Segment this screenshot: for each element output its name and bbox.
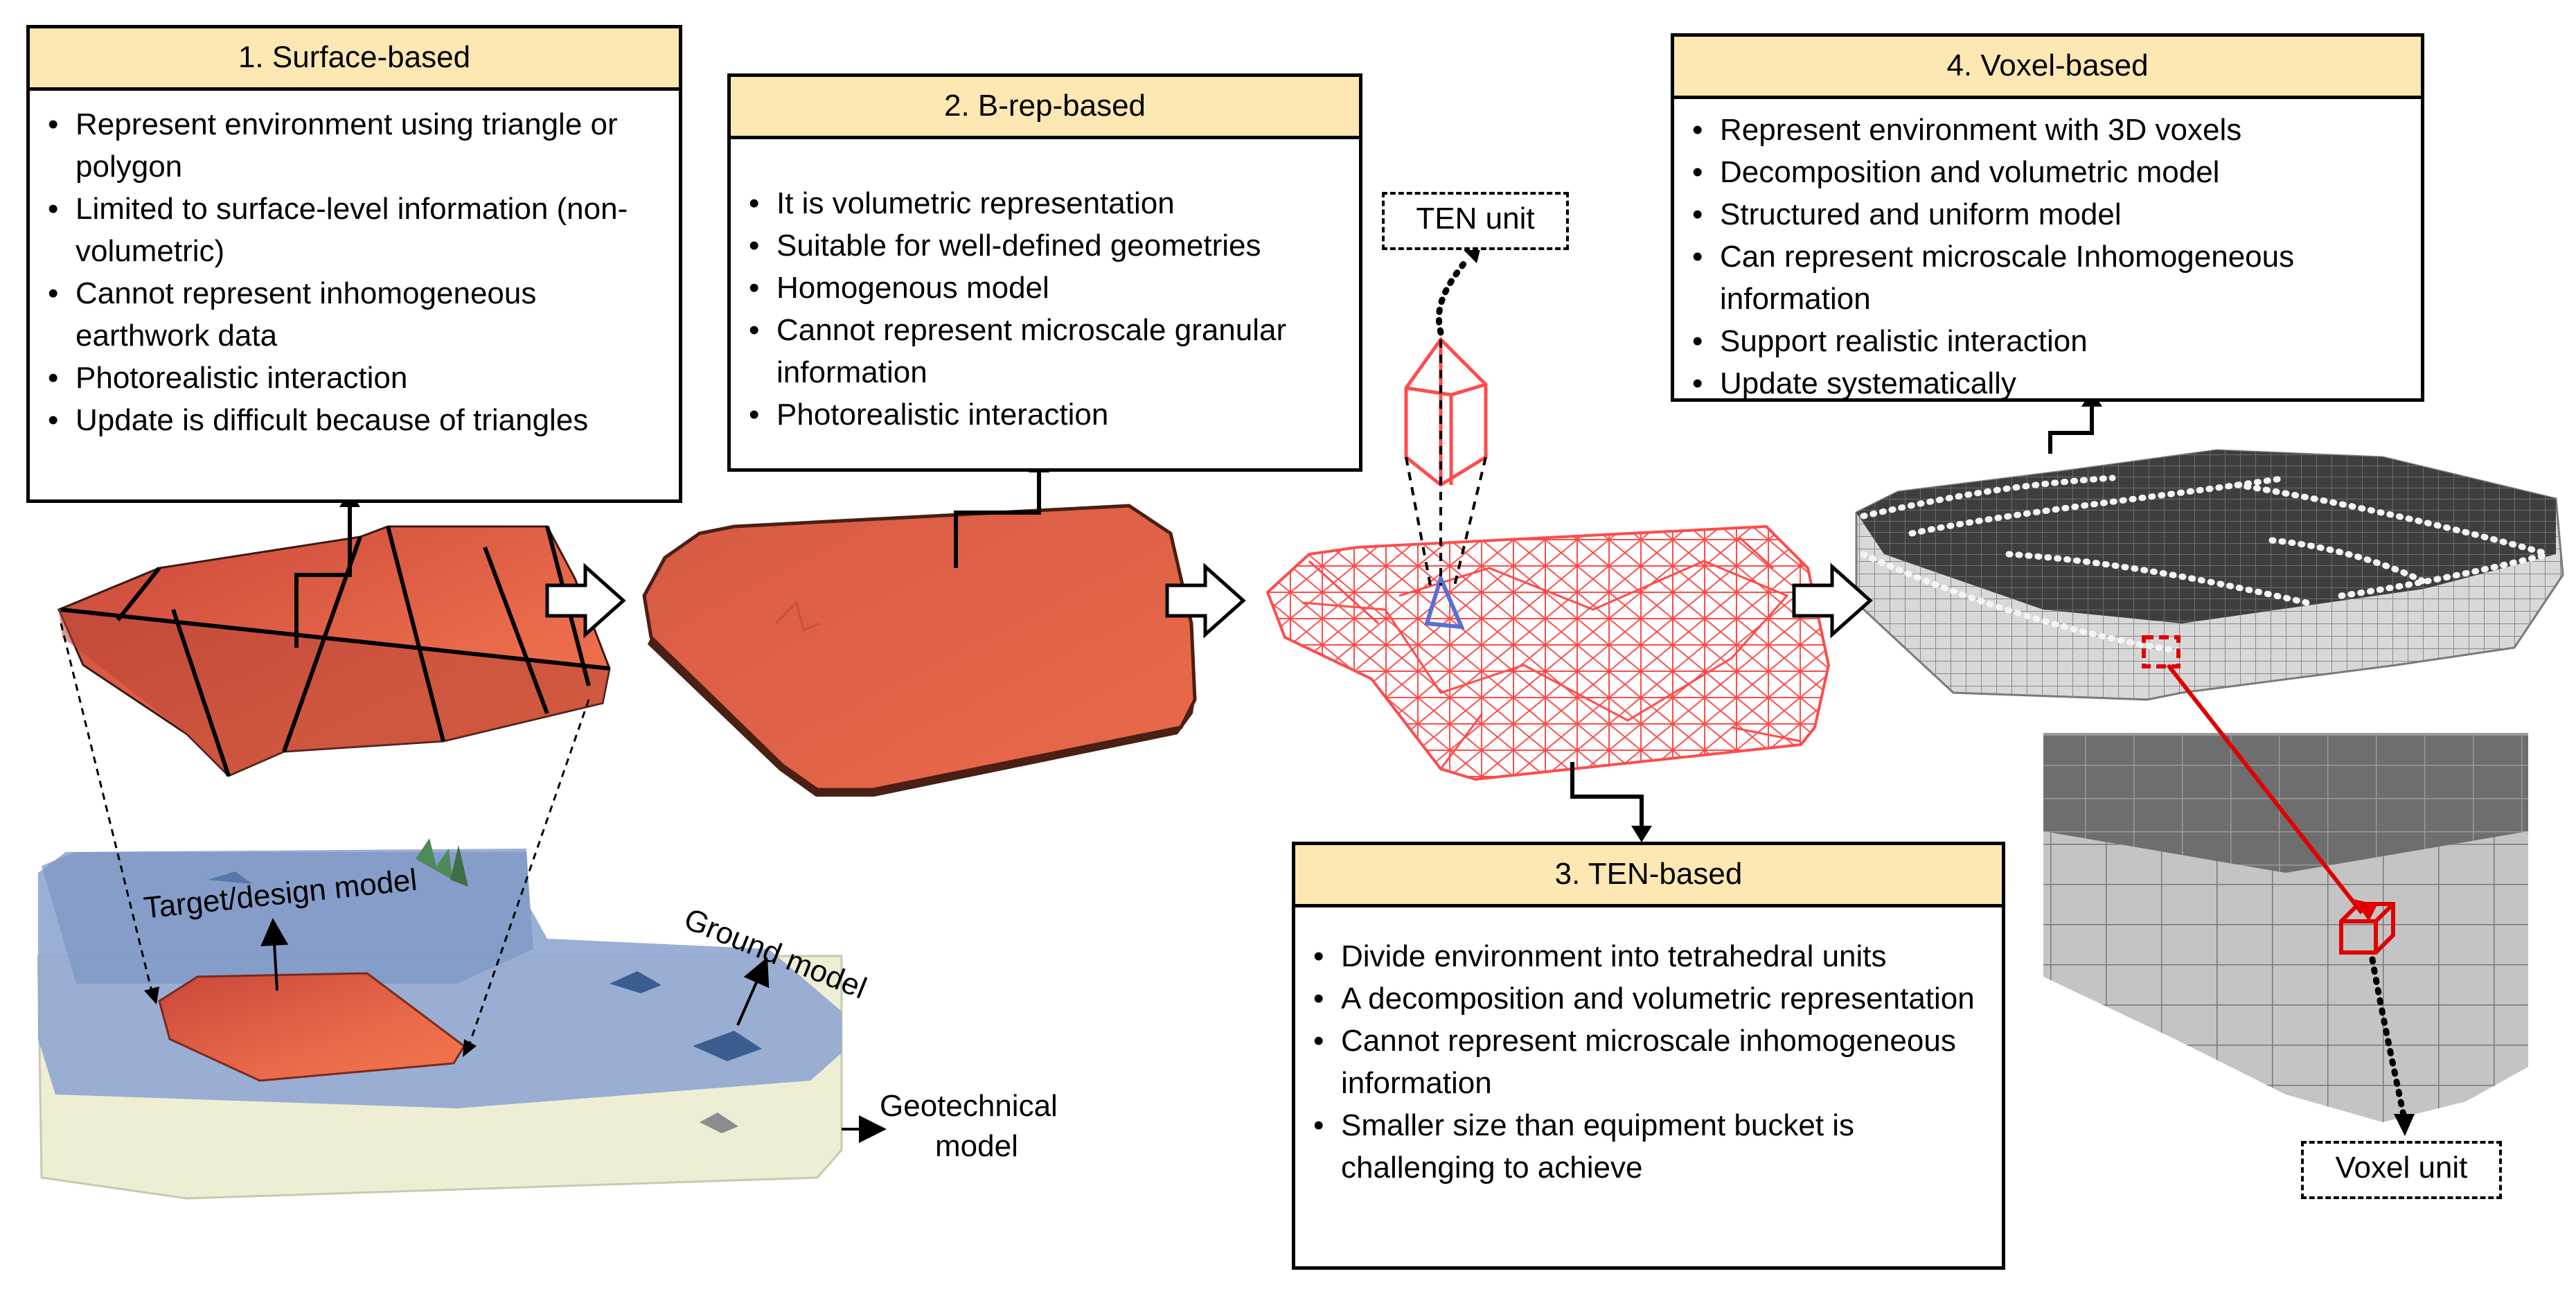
panel-ten-title: 3. TEN-based — [1295, 845, 2002, 907]
panel-brep-title: 2. B-rep-based — [731, 77, 1359, 139]
panel-surface-based: 1. Surface-based Represent environment u… — [26, 25, 682, 503]
voxel-bullet-3: Structured and uniform model — [1692, 193, 2407, 236]
surface-bullet-5: Update is difficult because of triangles — [48, 399, 665, 441]
panel-voxel-based: 4. Voxel-based Represent environment wit… — [1671, 33, 2424, 405]
panel-ten-bullets: Divide environment into tetrahedral unit… — [1295, 907, 2002, 1189]
panel-surface-bullets: Represent environment using triangle or … — [30, 91, 679, 441]
voxel-highlight-small — [2142, 635, 2180, 668]
flow-arrow-3 — [1792, 562, 1873, 639]
flow-arrow-1 — [545, 562, 626, 639]
voxel-bullet-5: Support realistic interaction — [1692, 320, 2407, 362]
panel-brep-based: 2. B-rep-based It is volumetric represen… — [727, 73, 1362, 472]
connector-lines — [294, 405, 2094, 830]
geotechnical-label-line2: model — [935, 1129, 1018, 1163]
voxel-highlight-cube — [2339, 902, 2395, 955]
panel-voxel-bullets: Represent environment with 3D voxels Dec… — [1674, 99, 2421, 405]
brep-bullet-1: It is volumetric representation — [749, 182, 1345, 224]
ten-bullet-2: A decomposition and volumetric represent… — [1313, 977, 1988, 1020]
ten-unit-label: TEN unit — [1382, 192, 1569, 250]
panel-ten-based: 3. TEN-based Divide environment into tet… — [1292, 842, 2005, 1270]
panel-surface-title: 1. Surface-based — [30, 28, 679, 91]
voxel-bullet-1: Represent environment with 3D voxels — [1692, 109, 2407, 151]
ten-bullet-3: Cannot represent microscale inhomogeneou… — [1313, 1020, 1988, 1104]
brep-model — [642, 504, 1197, 797]
geotechnical-label-line1: Geotechnical — [880, 1089, 1058, 1123]
ten-bullet-4: Smaller size than equipment bucket is ch… — [1313, 1104, 1988, 1189]
surface-bullet-4: Photorealistic interaction — [48, 357, 665, 399]
voxel-bullet-4: Can represent microscale Inhomogeneous i… — [1692, 236, 2407, 320]
surface-bullet-1: Represent environment using triangle or … — [48, 103, 665, 188]
surface-bullet-3: Cannot represent inhomogeneous earthwork… — [48, 272, 665, 357]
voxel-closeup — [2043, 733, 2528, 1122]
ten-unit-dashes — [1405, 339, 1487, 586]
voxel-link — [2166, 664, 2364, 914]
projection-heads — [144, 986, 477, 1057]
surface-model — [57, 525, 611, 777]
brep-bullet-3: Homogenous model — [749, 267, 1345, 309]
voxel-bullet-2: Decomposition and volumetric model — [1692, 151, 2407, 193]
ten-unit-pointer — [1435, 254, 1472, 336]
flow-arrows — [545, 562, 1873, 639]
surface-bullet-2: Limited to surface-level information (no… — [48, 188, 665, 272]
ten-unit-shape — [1404, 337, 1488, 488]
voxel-unit-label: Voxel unit — [2301, 1141, 2502, 1199]
site-model — [37, 838, 843, 1200]
brep-bullet-5: Photorealistic interaction — [749, 393, 1345, 436]
ten-model — [1265, 524, 1831, 781]
site-label-arrows — [260, 918, 887, 1143]
panel-brep-bullets: It is volumetric representation Suitable… — [731, 139, 1359, 436]
flow-arrow-2 — [1165, 562, 1246, 639]
voxel-unit-pointer — [2369, 956, 2407, 1119]
voxel-bullet-6: Update systematically — [1692, 362, 2407, 405]
panel-voxel-title: 4. Voxel-based — [1674, 37, 2421, 99]
projection-lines — [60, 623, 590, 1050]
brep-bullet-4: Cannot represent microscale granular inf… — [749, 309, 1345, 393]
brep-bullet-2: Suitable for well-defined geometries — [749, 224, 1345, 267]
voxel-model — [1855, 449, 2564, 701]
ten-bullet-1: Divide environment into tetrahedral unit… — [1313, 935, 1988, 977]
voxel-unit-pointer-head — [2394, 1114, 2415, 1136]
